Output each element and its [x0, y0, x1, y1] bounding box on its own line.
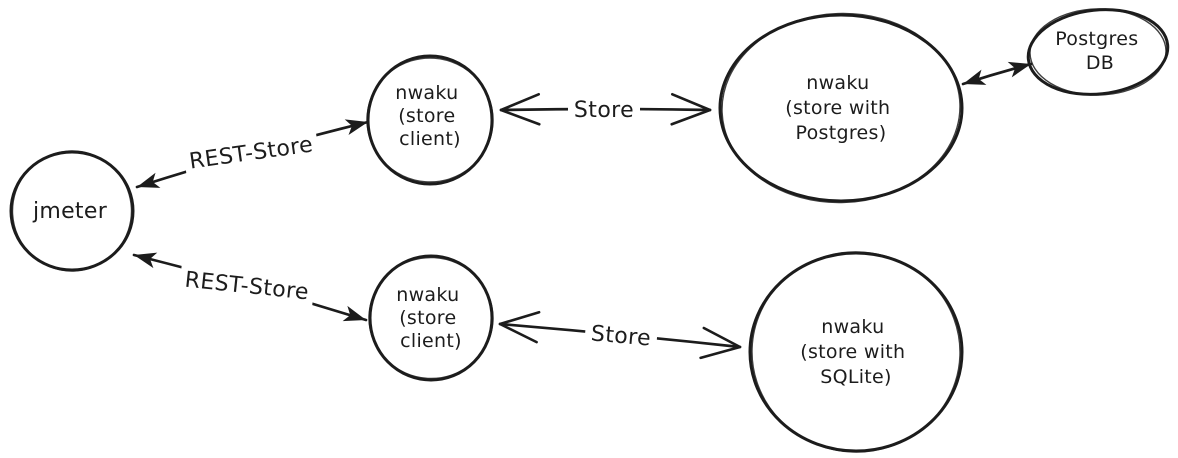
node-nwaku-store-postgres-shape — [718, 13, 964, 203]
node-nwaku-store-sqlite-shape — [748, 251, 964, 453]
edge-label-store-top: Store — [568, 95, 640, 123]
node-nwaku-store-client-bottom-label: nwaku (store client) — [396, 284, 466, 352]
edge-label-text: Store — [574, 98, 634, 123]
node-nwaku-store-sqlite-shape-echo — [751, 251, 961, 453]
node-nwaku-store-client-top-shape-echo — [366, 57, 494, 183]
node-nwaku-store-postgres: nwaku (store with Postgres) — [718, 12, 964, 204]
node-nwaku-store-client-bottom-shape-echo — [368, 256, 494, 380]
edge-label-rest-store-top: REST-Store — [182, 126, 320, 176]
label-background — [568, 95, 640, 123]
node-nwaku-store-client-bottom-shape — [368, 254, 494, 382]
node-nwaku-store-client-top: nwaku (store client) — [366, 54, 494, 186]
node-nwaku-store-sqlite-label: nwaku (store with SQLite) — [800, 316, 911, 388]
node-nwaku-store-postgres-shape-echo — [721, 12, 961, 204]
node-postgres-db: Postgres DB — [1026, 8, 1170, 96]
label-background — [584, 317, 659, 353]
node-nwaku-store-client-top-label: nwaku (store client) — [395, 82, 465, 150]
node-nwaku-store-client-bottom: nwaku (store client) — [368, 254, 494, 382]
node-jmeter-shape — [9, 150, 135, 272]
edge-label-text: REST-Store — [184, 268, 311, 306]
edge-label-text: Store — [590, 321, 652, 351]
edge-postgres-db-link-line — [961, 61, 1033, 86]
label-background — [182, 126, 320, 176]
edge-label-rest-store-bottom: REST-Store — [178, 262, 316, 306]
node-nwaku-store-postgres-label: nwaku (store with Postgres) — [785, 72, 896, 144]
node-jmeter-label: jmeter — [32, 199, 108, 224]
node-jmeter: jmeter — [9, 150, 135, 272]
node-nwaku-store-sqlite: nwaku (store with SQLite) — [748, 251, 964, 453]
edge-label-store-bottom: Store — [584, 317, 659, 353]
node-postgres-db-shape — [1026, 8, 1170, 96]
node-jmeter-shape-echo — [11, 150, 133, 272]
node-postgres-db-label: Postgres DB — [1055, 28, 1145, 74]
node-nwaku-store-client-top-shape — [366, 54, 494, 186]
node-postgres-db-shape-echo — [1029, 8, 1167, 96]
label-background — [178, 262, 316, 306]
